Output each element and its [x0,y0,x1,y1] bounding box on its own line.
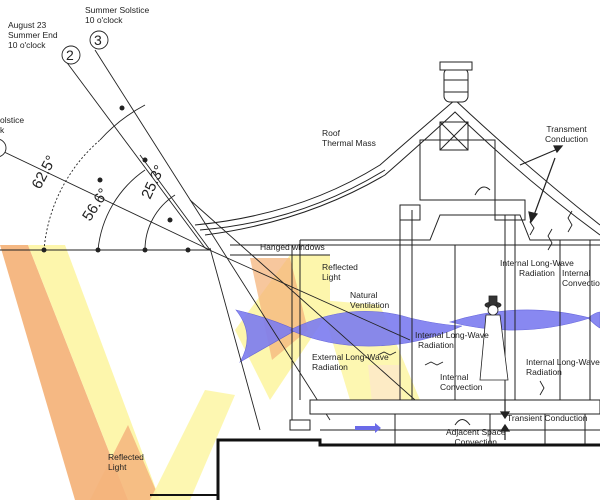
sunlight-beams [0,245,420,500]
sun-beam-reflected-orange [90,425,160,500]
vent-lens-2 [289,311,463,347]
aug-23-label: August 23 Summer End 10 o'clock [8,20,58,50]
ventilation-flow [235,309,600,363]
sun-beam-upper-orange [250,258,308,360]
sun-beam-winter-orange [0,245,128,500]
convection-loop-icon [454,419,471,426]
ground-profile [216,438,600,500]
circle-number-2: 2 [66,47,74,63]
circle-marker-2 [61,45,81,65]
reflected-light-top-label: Reflected Light [322,262,358,282]
angle-arcs [43,104,176,251]
internal-longwave-right-label: Internal Long-Wave Radiation [526,357,600,377]
external-longwave-label: External Long-Wave Radiation [312,352,389,372]
natural-ventilation-label: Natural Ventilation [350,290,390,310]
roof-finial [443,67,469,103]
angle-label-62-5: 62.5° [29,153,61,192]
hanged-windows-label: Hanged windows [260,242,325,252]
transient-conduction-label: Transient Conduction [507,413,588,423]
vent-lens-4 [587,311,600,329]
roof-thermal-mass-label: Roof Thermal Mass [322,128,376,148]
internal-convection-top-label: Internal Convection [562,268,600,288]
transment-conduction-label: Transment Conduction [545,124,589,144]
person-figure [479,295,509,381]
circle-number-3: 3 [94,32,102,48]
sun-beam-interior-pale [368,365,402,402]
sun-ray-lines [0,49,416,431]
angle-label-56-6: 56.6° [79,185,112,224]
angle-dots [41,105,191,253]
angle-label-25-3: 25.3° [138,163,168,202]
winter-solstice-label-partial: olstice k [0,115,25,135]
internal-longwave-top-label: Internal Long-Wave Radiation [500,258,574,278]
summer-solstice-label: Summer Solstice 10 o'clock [85,5,150,25]
vent-lens-1 [235,309,297,363]
arrows [499,145,564,440]
roof-inner [204,111,600,236]
circle-marker-1-partial [0,139,7,157]
sun-position-markers [0,30,109,157]
reflected-light-bottom-label: Reflected Light [108,452,144,472]
internal-convection-mid-label: Internal Convection [440,372,483,392]
adjacent-space-convection-label: Adjacent Space Convection [446,427,506,447]
vent-lens-3 [448,309,592,331]
roof-outer [194,99,600,226]
sun-beam-reflected-yellow [150,390,235,500]
blue-arrow-icon [355,423,381,433]
internal-longwave-mid-label: Internal Long-Wave Radiation [415,330,489,350]
circle-marker-3 [89,30,109,50]
